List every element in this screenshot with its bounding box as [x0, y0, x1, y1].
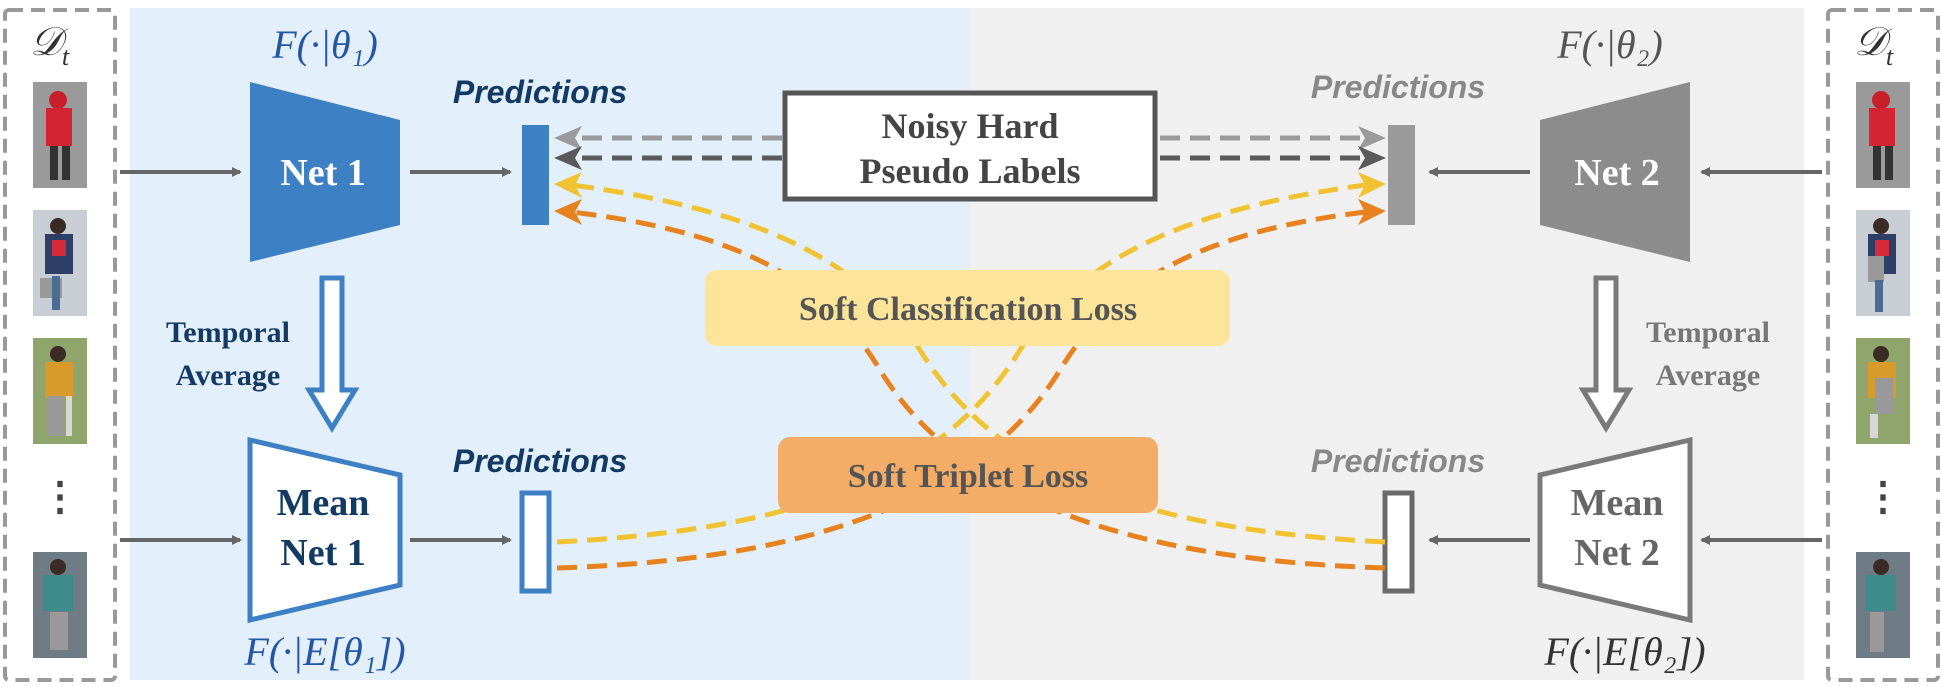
right-image-4 [1856, 552, 1910, 658]
net2-trapezoid [1540, 82, 1690, 262]
net1-trapezoid [250, 82, 400, 262]
temporal-label-left-line1: Temporal [166, 316, 290, 349]
soft-class-curve-orange-to-left [571, 209, 1386, 571]
predictions-bar-right-top [1388, 125, 1415, 225]
soft-classification-loss-label: Soft Classification Loss [799, 291, 1137, 328]
pseudo-label-arrowheads [554, 126, 1386, 170]
left-dataset-label: 𝒟t [30, 19, 70, 71]
left-image-4 [33, 552, 87, 658]
predictions-bar-left-bottom [519, 490, 552, 594]
mean-net1-trapezoid [247, 436, 403, 624]
soft-triplet-loss-label: Soft Triplet Loss [848, 458, 1089, 495]
mean-net1-label-line1: Mean [277, 482, 370, 524]
left-image-3 [33, 338, 87, 444]
temporal-label-right-line2: Average [1656, 359, 1760, 392]
soft-class-curve-yellow-to-right [556, 182, 1366, 545]
left-image-2 [33, 210, 87, 316]
left-ellipsis: ⋮ [40, 474, 80, 519]
soft-loss-arrowheads [554, 172, 1386, 225]
mean-net2-param-label: F(·|E[θ₂]) [1543, 629, 1705, 674]
mean-net1-label-line2: Net 1 [280, 532, 365, 574]
mean-net2-trapezoid [1537, 436, 1693, 624]
predictions-bar-left-top [522, 125, 549, 225]
right-image-2 [1856, 210, 1910, 316]
net1-label: Net 1 [280, 152, 365, 194]
left-image-1 [33, 82, 87, 188]
right-dataset-frame [1826, 8, 1940, 682]
net2-param-label: F(·|θ₂) [1556, 22, 1663, 67]
mean-net2-label-line2: Net 2 [1574, 532, 1659, 574]
soft-triplet-loss-box [778, 437, 1158, 513]
net2-label: Net 2 [1574, 152, 1659, 194]
temporal-label-right-line1: Temporal [1646, 316, 1770, 349]
temporal-average-arrow-left [304, 275, 360, 433]
right-image-1 [1856, 82, 1910, 188]
right-dataset-label: 𝒟t [1854, 19, 1894, 71]
net1-param-label: F(·|θ₁) [271, 22, 378, 67]
predictions-label-right-top: Predictions [1311, 69, 1485, 105]
temporal-label-left-line2: Average [176, 359, 280, 392]
soft-class-curve-yellow-to-left [571, 182, 1386, 545]
predictions-bar-right-bottom [1382, 490, 1415, 594]
mean-net2-label-line1: Mean [1571, 482, 1664, 524]
right-ellipsis: ⋮ [1863, 474, 1903, 519]
left-dataset-frame [3, 8, 117, 682]
mean-net1-param-label: F(·|E[θ₁]) [243, 629, 405, 674]
predictions-label-left-bottom: Predictions [453, 443, 627, 479]
noisy-pseudo-labels-box [782, 90, 1158, 202]
temporal-average-arrow-right [1578, 275, 1634, 433]
soft-class-curve-orange-to-right [556, 209, 1366, 571]
predictions-label-right-bottom: Predictions [1311, 443, 1485, 479]
soft-classification-loss-box [705, 270, 1230, 346]
right-dataset-subscript: t [1886, 42, 1894, 71]
left-dataset-subscript: t [62, 42, 70, 71]
noisy-pseudo-labels-line1: Noisy Hard [881, 106, 1058, 146]
noisy-pseudo-labels-line2: Pseudo Labels [859, 151, 1080, 191]
predictions-label-left-top: Predictions [453, 74, 627, 110]
right-image-3 [1856, 338, 1910, 444]
